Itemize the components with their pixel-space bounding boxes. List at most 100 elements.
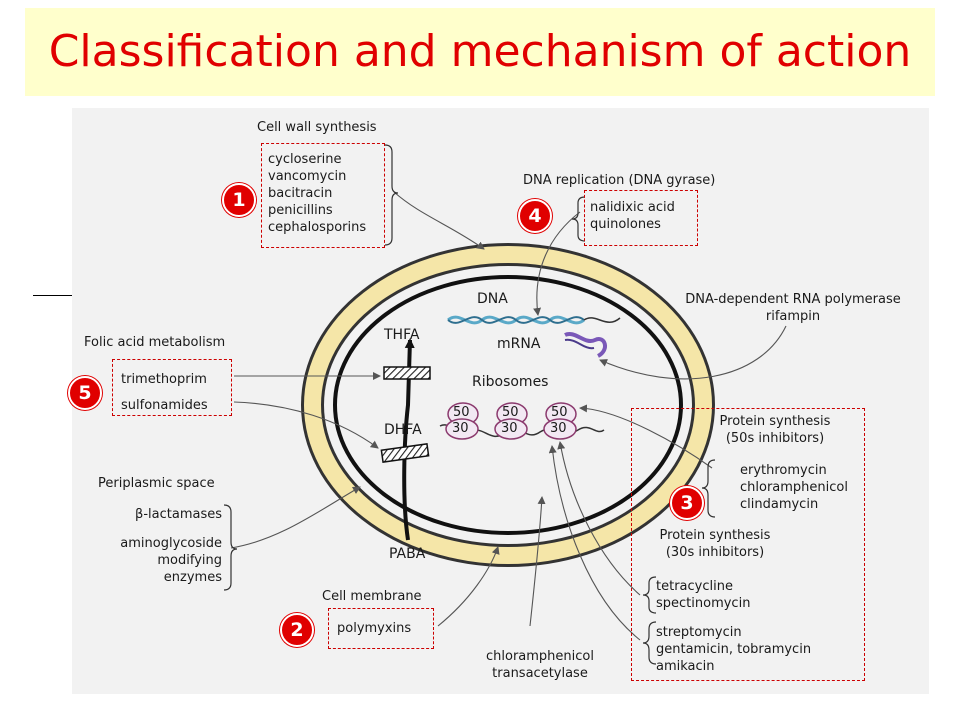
folic-acid-drug-list: trimethoprim sulfonamides	[121, 367, 208, 419]
cell-wall-header: Cell wall synthesis	[257, 120, 377, 135]
ribosome-3	[543, 402, 577, 440]
dna-helix	[447, 315, 621, 325]
bracket-30s-b	[642, 621, 657, 665]
drug-chloramphenicol: chloramphenicol	[740, 480, 848, 495]
ribosome-3-small: 30	[550, 421, 567, 436]
drug-cycloserine: cycloserine	[268, 152, 342, 167]
drug-polymyxins: polymyxins	[337, 621, 412, 636]
drug-tetracycline: tetracycline	[656, 579, 733, 594]
cell-membrane	[333, 275, 683, 535]
protein-30s-header: Protein synthesis (30s inhibitors)	[640, 527, 790, 561]
drug-rifampin: rifampin	[765, 309, 821, 324]
arrow-30s-a	[557, 441, 641, 596]
rna-polymerase-label: DNA-dependent RNA polymerase rifampin	[662, 291, 924, 325]
marker-1: 1	[222, 183, 256, 217]
slide-title: Classification and mechanism of action	[48, 26, 912, 77]
arrow-cell-wall	[393, 191, 485, 250]
drug-cephalosporins: cephalosporins	[268, 220, 367, 235]
protein-30s-header-line-1: Protein synthesis	[659, 528, 771, 543]
cell-wall-drug-box	[261, 143, 385, 248]
ribosome-2-small: 30	[501, 421, 518, 436]
aminoglycoside-line: aminoglycoside	[120, 536, 222, 551]
cell-membrane-drug-list: polymyxins	[337, 620, 411, 637]
drug-sulfonamides: sulfonamides	[121, 398, 208, 413]
drugs-50s-list: erythromycin chloramphenicol clindamycin	[740, 462, 848, 513]
transacetylase-line-2: transacetylase	[492, 666, 588, 681]
drug-spectinomycin: spectinomycin	[656, 596, 751, 611]
ribosome-1	[445, 402, 479, 440]
arrow-sulfonamides	[233, 401, 379, 449]
ribosome-2	[494, 402, 528, 440]
dna-replication-header: DNA replication (DNA gyrase)	[523, 173, 716, 188]
periplasmic-header: Periplasmic space	[98, 476, 215, 491]
drug-amikacin: amikacin	[656, 659, 715, 674]
drug-penicillins: penicillins	[268, 203, 333, 218]
ribosome-2-large: 50	[502, 405, 519, 420]
marker-4: 4	[518, 199, 552, 233]
protein-50s-header-line-1: Protein synthesis	[719, 414, 831, 429]
bracket-cell-wall	[384, 144, 399, 246]
ribosome-1-small: 30	[452, 421, 469, 436]
ribosomes-label: Ribosomes	[472, 374, 549, 390]
marker-3: 3	[670, 486, 704, 520]
protein-50s-header-line-2: (50s inhibitors)	[725, 431, 825, 446]
trimethoprim-block	[383, 366, 431, 380]
arrow-transacetylase	[529, 496, 546, 627]
arrow-30s-b	[548, 445, 641, 641]
bracket-30s-a	[642, 576, 657, 614]
drug-clindamycin: clindamycin	[740, 497, 819, 512]
periplasmic-items: β-lactamases aminoglycoside modifying en…	[90, 506, 222, 586]
dna-replication-drug-list: nalidixic acid quinolones	[590, 199, 675, 233]
drug-bacitracin: bacitracin	[268, 186, 333, 201]
bracket-50s	[701, 459, 716, 518]
drugs-30s-list-a: tetracycline spectinomycin	[656, 578, 750, 612]
arrow-50s	[579, 404, 713, 469]
title-bar: Classification and mechanism of action	[25, 8, 935, 96]
folic-acid-pathway	[380, 338, 431, 541]
arrow-dna-replication	[533, 211, 581, 316]
transacetylase-label: chloramphenicol transacetylase	[470, 648, 610, 682]
ribosome-3-large: 50	[551, 405, 568, 420]
enzymes-line: enzymes	[163, 570, 222, 585]
drug-nalidixic-acid: nalidixic acid	[590, 200, 675, 215]
protein-synthesis-drug-box	[631, 408, 865, 681]
brackets	[223, 144, 716, 665]
dna-replication-drug-box	[584, 190, 698, 246]
dna-label: DNA	[477, 291, 508, 307]
drug-gentamicin-tobramycin: gentamicin, tobramycin	[656, 642, 812, 657]
folic-acid-drug-box	[112, 359, 232, 416]
dhfa-label: DHFA	[384, 422, 422, 438]
ribosome-1-large: 50	[453, 405, 470, 420]
drug-streptomycin: streptomycin	[656, 625, 742, 640]
transacetylase-line-1: chloramphenicol	[486, 649, 594, 664]
marker-5: 5	[68, 376, 102, 410]
target-arrows	[230, 191, 787, 641]
drugs-30s-list-b: streptomycin gentamicin, tobramycin amik…	[656, 624, 811, 675]
drug-vancomycin: vancomycin	[268, 169, 347, 184]
stray-line	[33, 295, 73, 296]
mrna-strand	[564, 331, 607, 358]
modifying-line: modifying	[157, 553, 222, 568]
cell-membrane-drug-box	[328, 608, 434, 649]
cell-wall-drug-list: cycloserine vancomycin bacitracin penici…	[268, 151, 366, 236]
drug-trimethoprim: trimethoprim	[121, 372, 207, 387]
folic-acid-header: Folic acid metabolism	[84, 335, 226, 350]
mrna-label: mRNA	[497, 336, 541, 352]
protein-50s-header: Protein synthesis (50s inhibitors)	[696, 413, 854, 447]
drug-quinolones: quinolones	[590, 217, 661, 232]
marker-2: 2	[280, 613, 314, 647]
rna-polymerase-target: DNA-dependent RNA polymerase	[685, 292, 901, 307]
bracket-periplasmic	[223, 504, 238, 591]
arrow-periplasmic	[230, 486, 361, 549]
beta-lactamases: β-lactamases	[135, 507, 222, 522]
cell-membrane-header: Cell membrane	[322, 589, 422, 604]
drug-erythromycin: erythromycin	[740, 463, 827, 478]
bracket-dna-replication	[571, 196, 586, 242]
paba-label: PABA	[389, 546, 426, 562]
protein-30s-header-line-2: (30s inhibitors)	[665, 545, 765, 560]
arrow-rna-polymerase	[599, 325, 787, 380]
sulfonamide-block	[380, 443, 430, 463]
arrow-cell-membrane	[437, 546, 500, 627]
thfa-label: THFA	[384, 327, 420, 343]
